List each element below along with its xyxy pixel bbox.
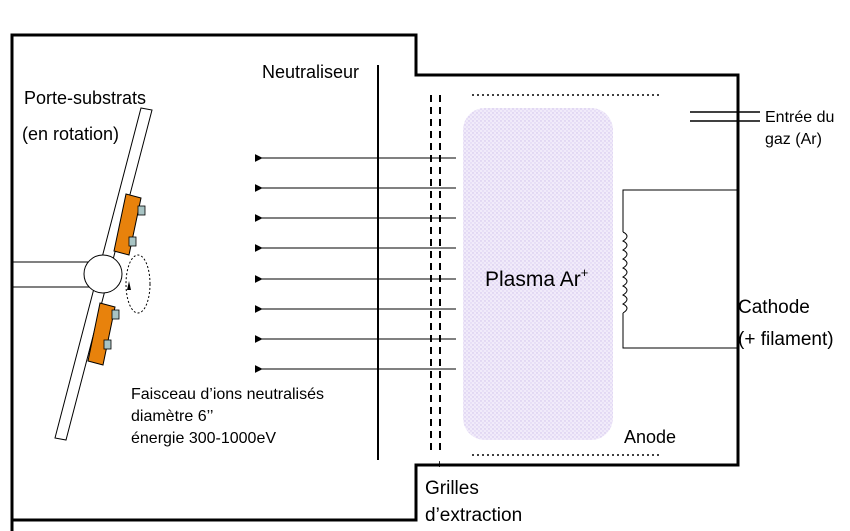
substrate-clip (137, 205, 146, 216)
substrate-bottom (87, 302, 116, 366)
ion-beam-arrows (254, 154, 456, 373)
plasma-label-main: Plasma Ar (485, 268, 581, 291)
anode-label: Anode (624, 427, 676, 447)
gas-inlet-label-1: Entrée du (765, 109, 834, 126)
cathode-circuit (621, 189, 738, 349)
rotation-label: (en rotation) (22, 124, 119, 144)
plasma-region (463, 108, 613, 440)
beam-label-1: Faisceau d’ions neutralisés (131, 386, 324, 403)
rotation-shaft (12, 261, 92, 288)
cathode-label-1: Cathode (738, 297, 810, 318)
grids-label-1: Grilles (425, 478, 479, 499)
substrate-clip (103, 339, 112, 350)
beam-label-3: énergie 300-1000eV (131, 430, 276, 447)
grids-label-2: d’extraction (425, 505, 522, 526)
gas-inlet (690, 111, 760, 122)
substrate-holder (12, 107, 153, 441)
substrate-clip (111, 309, 120, 320)
chamber-wall (10, 33, 740, 531)
grid-minus-label: - (427, 457, 431, 471)
neutralizer-label: Neutraliseur (262, 62, 359, 82)
filament-coil-icon (621, 231, 628, 314)
cathode-wire (622, 189, 738, 349)
rotation-path (125, 254, 151, 314)
plasma-label-sup: + (581, 265, 589, 280)
grid-plus-label: + (436, 457, 443, 471)
substrate-holder-label: Porte-substrats (24, 88, 146, 108)
gas-inlet-label-2: gaz (Ar) (765, 131, 822, 148)
cathode-label-2: (+ filament) (738, 329, 834, 350)
beam-label-2: diamètre 6’’ (131, 408, 213, 425)
substrate-top (113, 193, 142, 256)
substrate-clip (128, 236, 137, 247)
rotation-arrow-icon (127, 281, 131, 290)
plasma-label: Plasma Ar+ (485, 265, 588, 291)
rotation-hub (83, 254, 123, 294)
